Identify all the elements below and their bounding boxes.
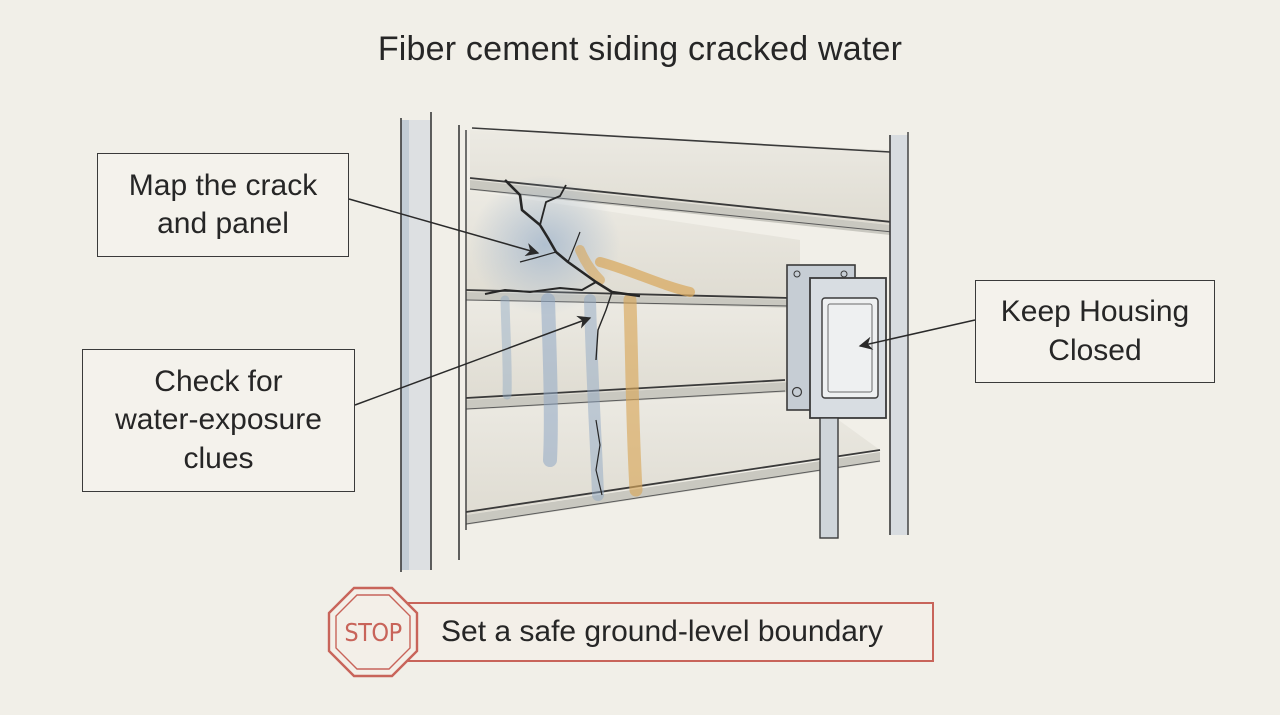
diagram-title: Fiber cement siding cracked water — [377, 30, 903, 68]
stop-octagon-icon — [327, 586, 419, 678]
stop-banner: STOP Set a safe ground-level boundary — [327, 586, 937, 678]
callout-arrows — [348, 198, 976, 406]
siding-crack — [484, 179, 641, 496]
callout-water-line-3: clues — [183, 441, 254, 475]
stop-banner-frame — [367, 602, 934, 662]
left-trim — [400, 112, 460, 572]
callout-map-crack: Map the crack and panel — [97, 153, 349, 257]
callout-water-clues: Check for water-exposure clues — [82, 349, 355, 492]
callout-map-line-1: Map the crack — [128, 168, 318, 202]
callout-keep-line-2: Closed — [1048, 333, 1142, 367]
callout-water-line-2: water-exposure — [115, 403, 322, 437]
stop-banner-text: Set a safe ground-level boundary — [441, 615, 883, 648]
callout-keep-closed: Keep Housing Closed — [975, 280, 1215, 383]
right-trim — [889, 132, 909, 535]
callout-keep-line-1: Keep Housing — [1000, 295, 1190, 329]
electrical-box-icon — [786, 264, 887, 539]
callout-water-line-1: Check for — [154, 364, 283, 398]
stop-sign-label: STOP — [344, 617, 402, 647]
callout-map-line-2: and panel — [157, 207, 289, 240]
rust-stain — [575, 245, 695, 497]
